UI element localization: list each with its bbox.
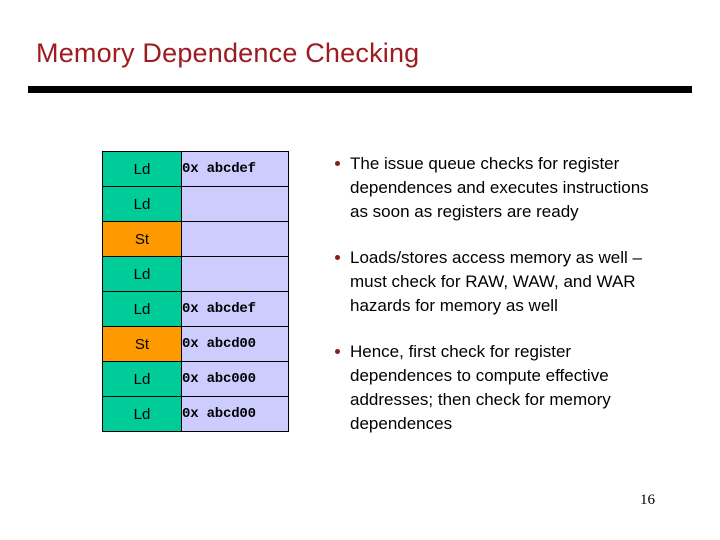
instruction-op-cell: Ld [102, 186, 182, 222]
instruction-address-cell [181, 256, 289, 292]
instruction-address-cell: 0x abcdef [181, 291, 289, 327]
bullet-text: Loads/stores access memory as well – mus… [350, 248, 642, 315]
instruction-address-cell: 0x abc000 [181, 361, 289, 397]
bullet-item: Hence, first check for register dependen… [333, 340, 663, 436]
table-row: Ld [102, 256, 289, 292]
instruction-address-cell: 0x abcd00 [181, 396, 289, 432]
bullet-dot-icon [335, 161, 340, 166]
bullet-dot-icon [335, 255, 340, 260]
instruction-address-cell [181, 186, 289, 222]
bullet-text: Hence, first check for register dependen… [350, 342, 611, 433]
instruction-address-cell [181, 221, 289, 257]
bullet-item: The issue queue checks for register depe… [333, 152, 663, 224]
instruction-op-cell: Ld [102, 256, 182, 292]
slide-number: 16 [640, 492, 655, 508]
instruction-address-cell: 0x abcdef [181, 151, 289, 187]
bullet-item: Loads/stores access memory as well – mus… [333, 246, 663, 318]
instruction-op-cell: Ld [102, 151, 182, 187]
instruction-op-cell: Ld [102, 291, 182, 327]
bullet-dot-icon [335, 349, 340, 354]
table-row: St [102, 221, 289, 257]
bullet-text: The issue queue checks for register depe… [350, 154, 649, 221]
instruction-op-cell: St [102, 326, 182, 362]
instruction-address-cell: 0x abcd00 [181, 326, 289, 362]
instruction-op-cell: Ld [102, 361, 182, 397]
title-divider-rule [28, 86, 692, 93]
page-title: Memory Dependence Checking [36, 38, 420, 68]
instruction-op-cell: Ld [102, 396, 182, 432]
bullet-list: The issue queue checks for register depe… [333, 152, 663, 436]
instruction-op-cell: St [102, 221, 182, 257]
table-row: Ld [102, 186, 289, 222]
